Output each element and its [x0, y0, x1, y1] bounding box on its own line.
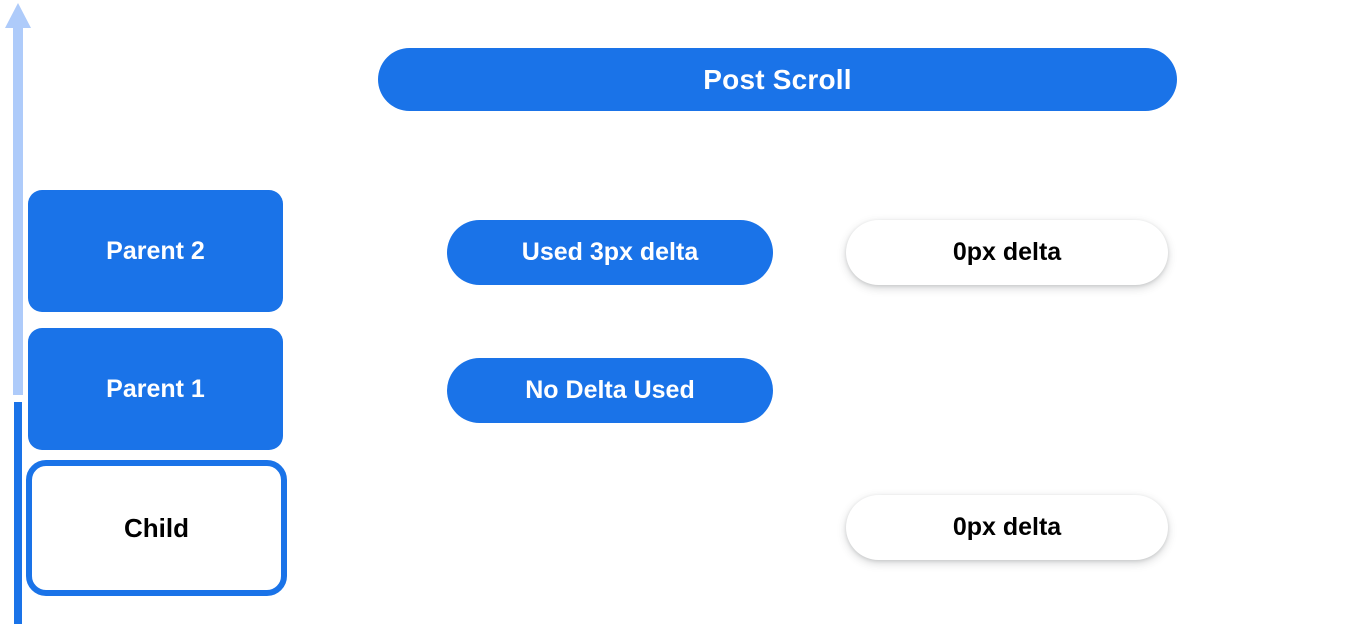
stack-box-label: Child — [124, 513, 189, 543]
stack-box-label: Parent 2 — [106, 236, 205, 265]
stack-box-parent-2: Parent 2 — [28, 190, 283, 312]
scroll-down-arrow — [0, 400, 36, 624]
delta-pill-label: No Delta Used — [525, 376, 695, 404]
scroll-up-arrow — [0, 0, 36, 400]
stack-box-parent-1: Parent 1 — [28, 328, 283, 450]
remaining-delta-pill-bottom: 0px delta — [846, 495, 1168, 560]
arrow-up-icon — [5, 3, 31, 395]
delta-pill-label: Used 3px delta — [521, 238, 699, 266]
remaining-delta-pill-top: 0px delta — [846, 220, 1168, 285]
delta-pill-used-3px: Used 3px delta — [447, 220, 773, 285]
delta-pill-no-delta-used: No Delta Used — [447, 358, 773, 423]
page-title: Post Scroll — [703, 63, 852, 95]
remaining-delta-pill-label: 0px delta — [952, 513, 1062, 541]
arrow-down-icon — [14, 402, 22, 624]
remaining-delta-pill-label: 0px delta — [952, 238, 1062, 266]
post-scroll-header: Post Scroll — [378, 48, 1177, 111]
stack-box-label: Parent 1 — [106, 374, 205, 403]
stack-box-child: Child — [26, 460, 287, 596]
